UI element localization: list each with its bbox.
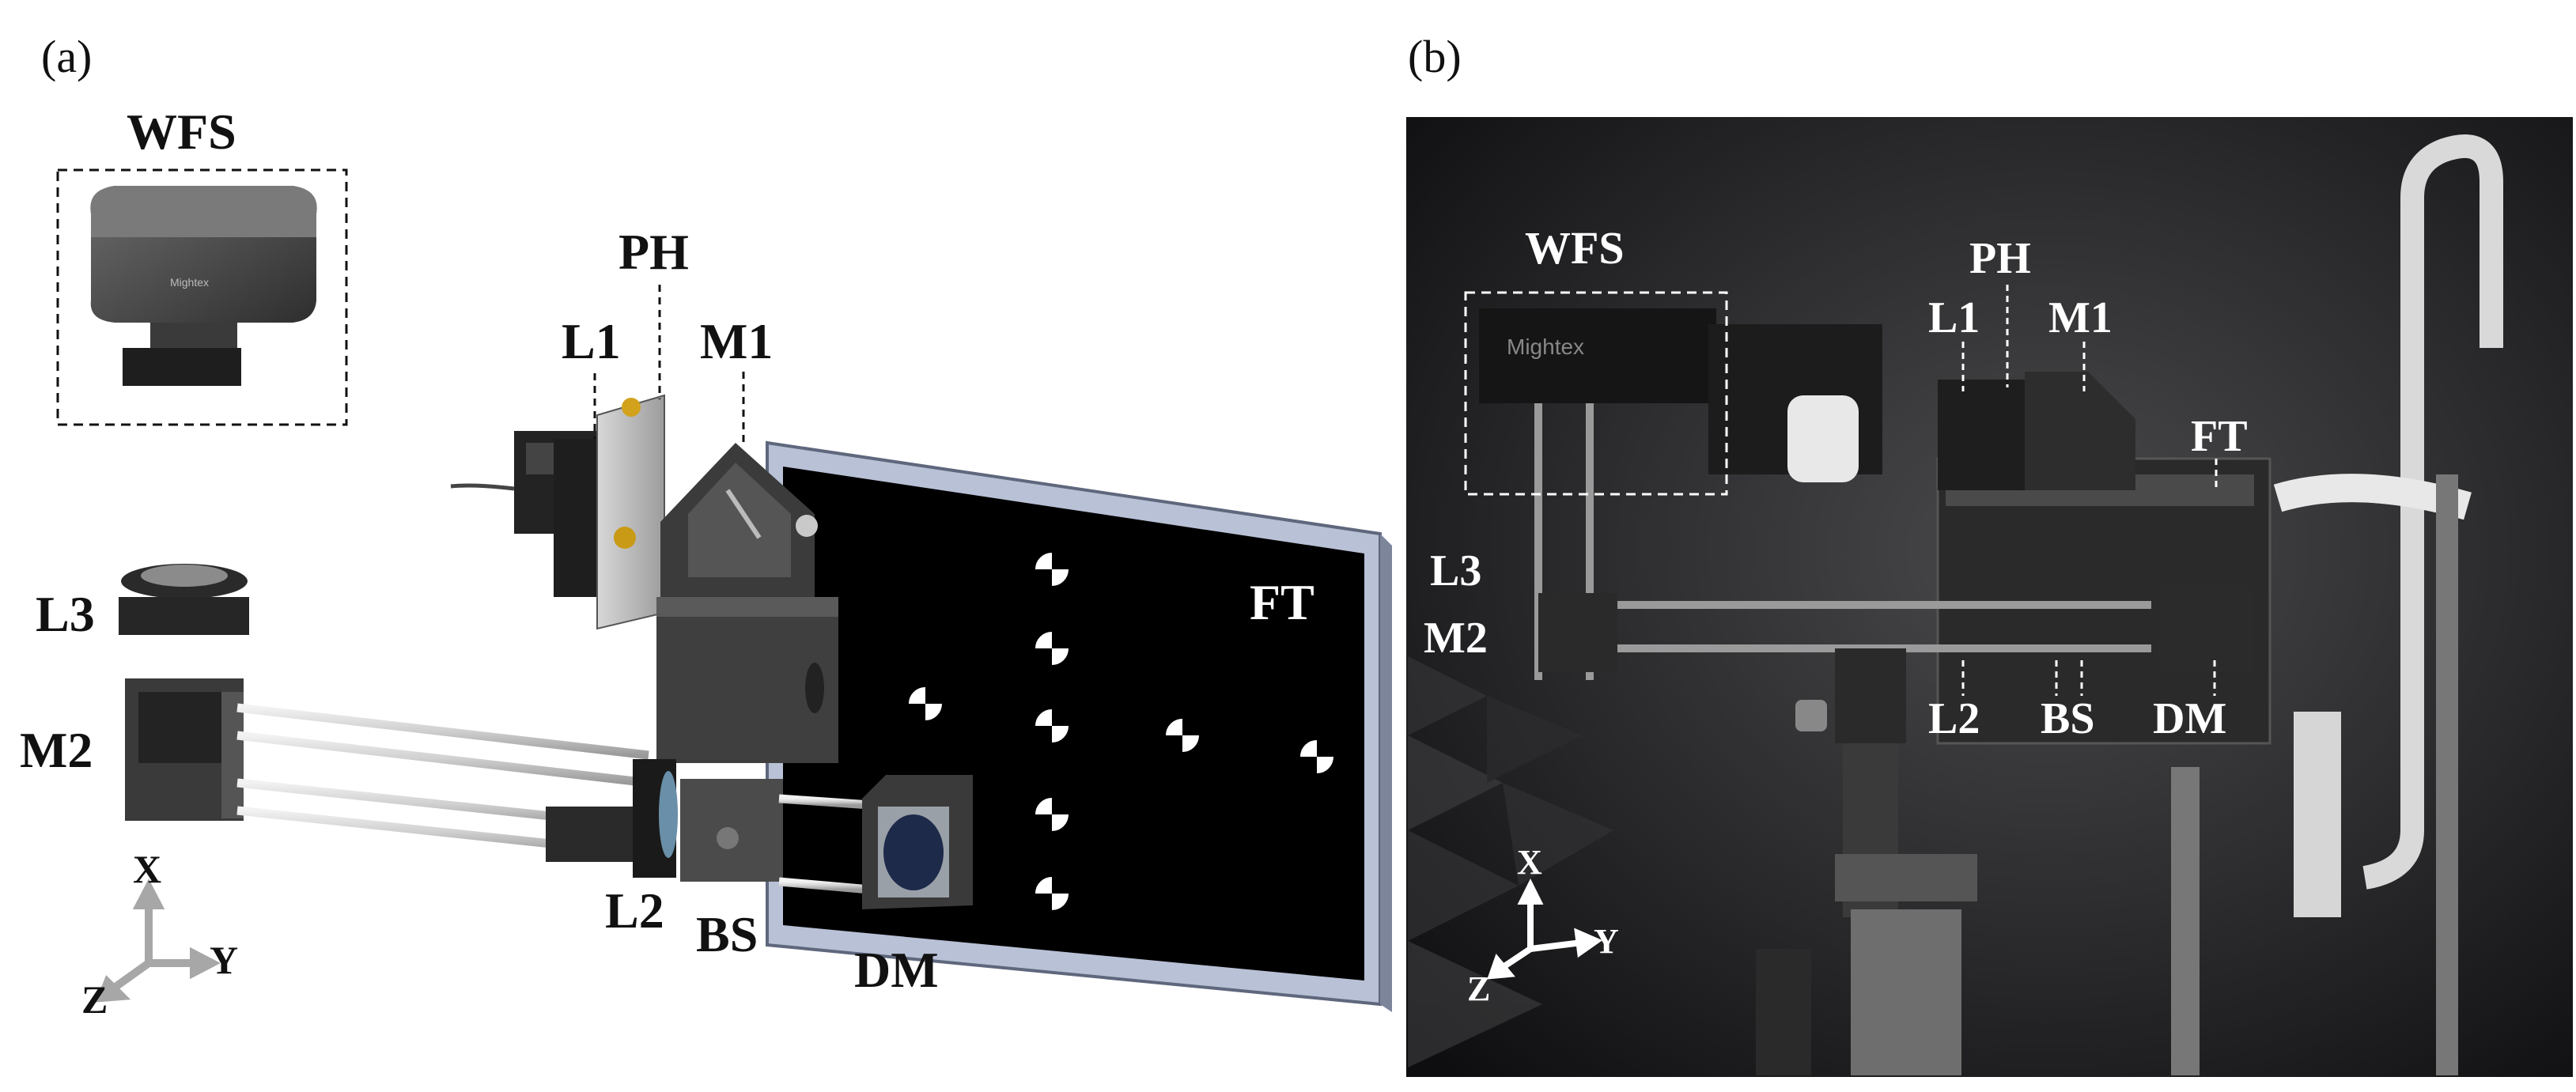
label-a-wfs: WFS xyxy=(127,104,236,160)
label-b-l3: L3 xyxy=(1430,546,1482,595)
mirror-m2 xyxy=(125,678,244,821)
label-b-m2: M2 xyxy=(1424,614,1488,663)
cage-cube xyxy=(656,597,838,763)
wfs-brand-text: Mightex xyxy=(170,276,209,289)
wfs-dashed-outline-photo xyxy=(1464,291,1728,496)
deformable-mirror-dm xyxy=(862,775,973,909)
label-a-bs: BS xyxy=(696,906,758,962)
lens-l1 xyxy=(514,431,605,597)
label-a-dm: DM xyxy=(854,942,939,998)
axis-b-x: X xyxy=(1517,843,1542,882)
label-b-wfs: WFS xyxy=(1525,222,1625,274)
axis-a-x: X xyxy=(133,847,162,891)
panel-b-photo: Mightex xyxy=(1406,117,2573,1077)
leader-lines-b xyxy=(1961,285,2218,696)
label-a-ph: PH xyxy=(618,224,689,280)
label-b-l2: L2 xyxy=(1928,694,1980,743)
label-b-dm: DM xyxy=(2153,694,2227,743)
panel-a-label: (a) xyxy=(41,31,93,82)
lens-l2 xyxy=(546,759,678,878)
pinhole-ph xyxy=(596,394,665,630)
wfs-dashed-outline xyxy=(56,168,348,426)
dm-cage-rods xyxy=(778,794,871,894)
label-a-l2: L2 xyxy=(605,882,664,939)
label-b-bs: BS xyxy=(2041,694,2095,743)
leader-lines-a xyxy=(593,285,745,443)
axis-a-z: Z xyxy=(81,977,108,1022)
label-a-l3: L3 xyxy=(36,586,95,642)
label-b-m1: M1 xyxy=(2048,293,2113,342)
label-a-l1: L1 xyxy=(562,313,621,369)
axis-b-z: Z xyxy=(1467,969,1491,1008)
coord-axes-b xyxy=(1487,879,1603,980)
vertical-cage-rods xyxy=(129,387,239,696)
fiber-input xyxy=(450,483,515,491)
label-b-l1: L1 xyxy=(1928,293,1980,342)
wavefront-sensor: Mightex xyxy=(90,186,317,386)
mirror-m1 xyxy=(660,443,818,597)
axis-b-y: Y xyxy=(1594,922,1619,961)
lens-l3 xyxy=(119,564,249,635)
fixation-target-board xyxy=(766,440,1392,1012)
panel-b-label: (b) xyxy=(1408,31,1462,82)
coord-axes-a xyxy=(95,879,221,1003)
axis-a-y: Y xyxy=(210,938,239,982)
label-a-ft: FT xyxy=(1250,574,1314,630)
label-a-m1: M1 xyxy=(700,313,774,369)
label-b-ph: PH xyxy=(1969,234,2031,283)
beam-splitter-bs xyxy=(680,779,783,882)
label-b-ft: FT xyxy=(2191,412,2248,461)
label-a-m2: M2 xyxy=(20,722,93,778)
wfs-brand-photo: Mightex xyxy=(1507,334,1584,359)
